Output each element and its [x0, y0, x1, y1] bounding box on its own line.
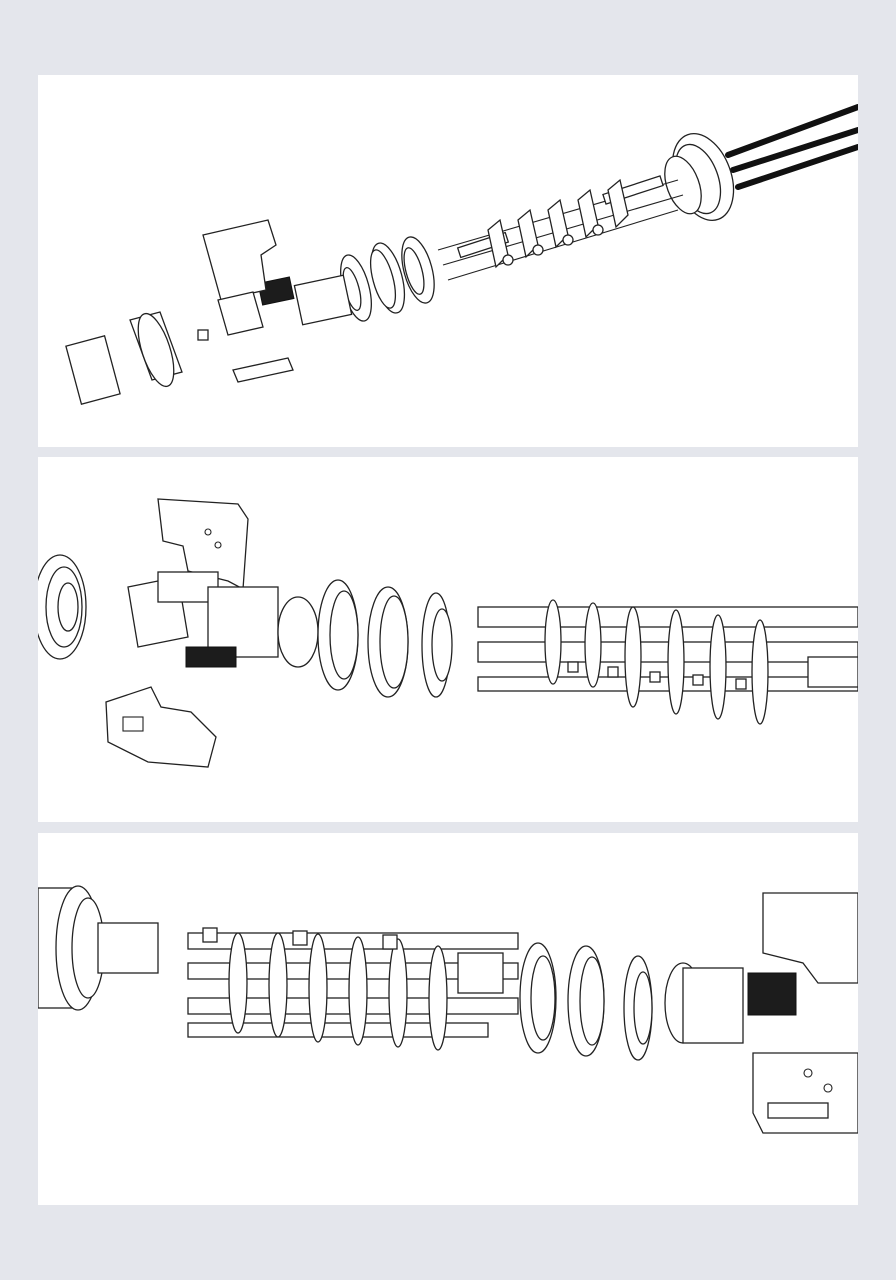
exploded-assembly-drawing-1: [65, 104, 858, 405]
disc-stack: [519, 942, 653, 1061]
fin-plates: [487, 178, 629, 269]
exploded-assembly-drawing-2: [38, 498, 858, 768]
end-flange: [38, 885, 159, 1011]
disc-stack: [340, 236, 435, 322]
fin-rod-assembly: [187, 927, 519, 1051]
exploded-assembly-drawing-3: [38, 885, 858, 1134]
disc-stack: [317, 579, 453, 698]
end-flange: [664, 132, 735, 222]
lower-bracket: [105, 686, 217, 768]
main-housing: [127, 571, 319, 668]
main-housing: [202, 219, 353, 383]
small-parts: [65, 311, 209, 405]
exploded-view-panel-1: [38, 75, 858, 447]
end-cap: [38, 554, 87, 660]
cables: [725, 104, 858, 190]
exploded-view-panel-2: [38, 457, 858, 822]
exploded-view-panel-3: [38, 833, 858, 1205]
main-housing: [664, 892, 858, 1134]
fin-rod-assembly: [477, 599, 858, 725]
upper-bracket: [157, 498, 249, 591]
